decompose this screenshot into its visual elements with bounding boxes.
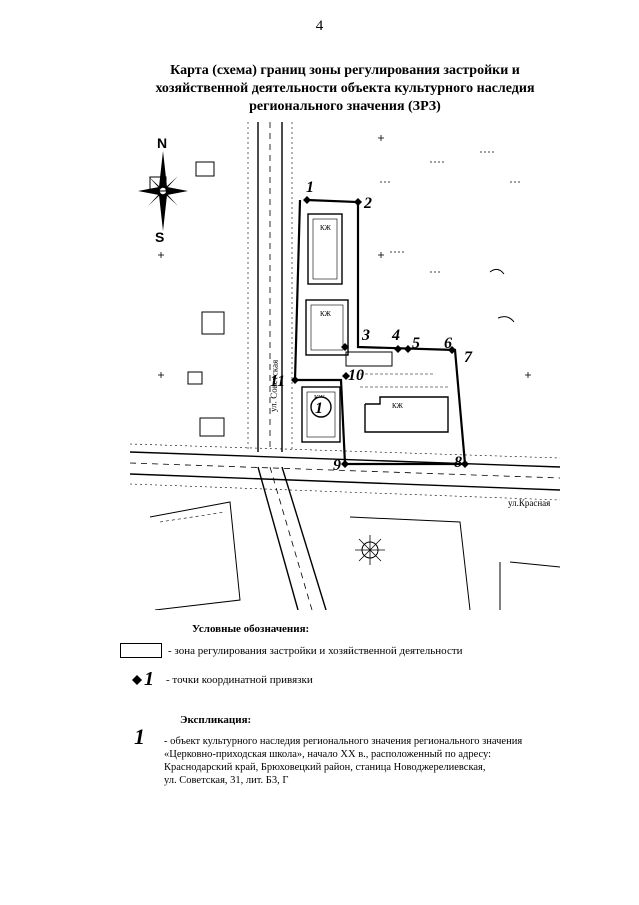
map-point-5: 5 (412, 335, 420, 352)
explication-line-1: - объект культурного наследия региональн… (164, 736, 523, 747)
title-line-1: Карта (схема) границ зоны регулирования … (170, 63, 520, 78)
explication-text: - объект культурного наследия региональн… (164, 735, 584, 787)
document-title: Карта (схема) границ зоны регулирования … (120, 62, 570, 116)
compass-rose: N S (138, 135, 188, 247)
explication-number: 1 (134, 724, 145, 749)
map-street-sovetskaya: ул. Советская (268, 360, 280, 413)
map-object-marker: 1 (315, 400, 323, 417)
legend-point-text: - точки координатной привязки (166, 673, 313, 686)
title-line-3: регионального значения (ЗРЗ) (249, 99, 441, 114)
site-plan-map: 1 2 3 4 5 6 7 8 9 10 11 КЖ КЖ КЖ КЖ 1 ул… (130, 122, 560, 610)
map-point-8: 8 (454, 454, 462, 471)
map-point-4: 4 (391, 327, 400, 344)
title-line-2: хозяйственной деятельности объекта культ… (155, 81, 535, 96)
legend-point-symbol: 1 (120, 668, 166, 691)
map-building-label: КЖ (392, 402, 404, 410)
map-point-9: 9 (333, 457, 341, 474)
map-point-10: 10 (348, 367, 364, 384)
explication-heading: Экспликация: (180, 714, 252, 726)
map-building-label: КЖ (320, 224, 332, 232)
map-point-6: 6 (444, 335, 452, 352)
legend-point-number: 1 (144, 668, 154, 690)
map-building-label: КЖ (320, 310, 332, 318)
legend-point-row: 1 - точки координатной привязки (120, 668, 313, 691)
map-point-11: 11 (270, 373, 285, 390)
explication-line-3: Краснодарский край, Брюховецкий район, с… (164, 762, 486, 773)
map-point-2: 2 (363, 195, 372, 212)
explication-line-2: «Церковно-приходская школа», начало XX в… (164, 749, 492, 760)
page-number: 4 (315, 18, 324, 34)
legend-heading: Условные обозначения: (192, 623, 310, 635)
map-point-3: 3 (361, 327, 370, 344)
map-point-1: 1 (306, 179, 314, 196)
compass-south-label: S (155, 229, 165, 245)
diamond-point-icon (132, 674, 142, 685)
legend-zone-row: - зона регулирования застройки и хозяйст… (120, 643, 463, 658)
legend-zone-swatch (120, 643, 162, 658)
map-street-krasnaya: ул.Красная (508, 498, 550, 508)
explication-line-4: ул. Советская, 31, лит. Б3, Г (164, 775, 289, 786)
map-point-7: 7 (464, 349, 473, 366)
legend-zone-text: - зона регулирования застройки и хозяйст… (168, 644, 463, 657)
compass-north-label: N (157, 135, 168, 151)
